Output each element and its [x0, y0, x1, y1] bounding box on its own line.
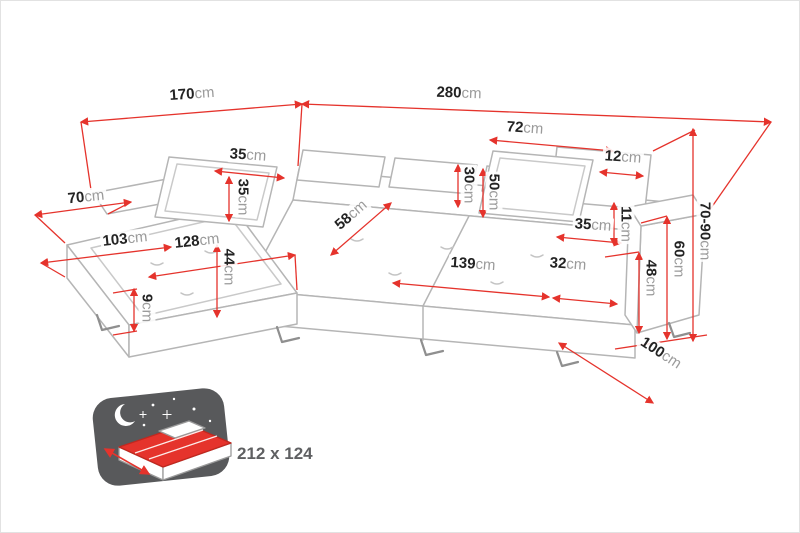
dim-line-32: [551, 294, 619, 308]
unfold-arrow-icon: [103, 448, 151, 475]
bed-pillow: [158, 420, 206, 439]
dim-line-170: [79, 100, 304, 126]
dim-line-280: [300, 100, 773, 126]
dim-line-100: [557, 342, 655, 404]
crescent-moon-icon: [114, 404, 135, 426]
left-pillow: [154, 156, 278, 228]
dim-line-70: [33, 198, 133, 219]
dim-line-139: [391, 279, 551, 301]
right-pillow: [478, 150, 594, 223]
sofa-bed-icon: [92, 388, 232, 486]
dim-line-35-pillow: [213, 167, 286, 182]
sleeping-area-size: 212 x 124: [237, 444, 313, 463]
dim-line-72: [488, 136, 615, 155]
dim-line-12: [598, 168, 645, 180]
